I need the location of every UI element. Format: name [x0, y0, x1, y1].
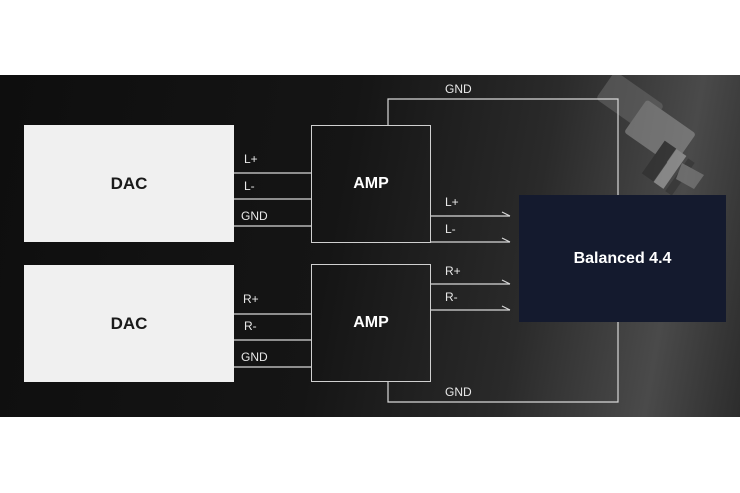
amp-top-label: AMP — [353, 175, 389, 192]
top-in-gnd: GND — [241, 209, 268, 223]
wire-gnd-top — [387, 98, 619, 197]
bottom-in-r-plus: R+ — [243, 292, 259, 306]
dac-bottom-label: DAC — [110, 313, 148, 333]
bottom-out-r-minus: R- — [445, 290, 458, 304]
bottom-in-r-minus: R- — [244, 319, 257, 333]
plug-illustration — [597, 75, 704, 196]
diagram-panel: DAC DAC AMP AMP Balanced 4.4 L+ L- GND R… — [0, 75, 740, 417]
balanced-output-box: Balanced 4.4 — [519, 195, 726, 322]
bottom-out-r-plus: R+ — [445, 264, 461, 278]
top-out-l-minus: L- — [445, 222, 456, 236]
gnd-top-label: GND — [445, 82, 472, 96]
gnd-bottom-label: GND — [445, 385, 472, 399]
amp-top-box: AMP — [311, 125, 431, 243]
wire-gnd-bottom — [387, 321, 619, 403]
dac-top-label: DAC — [110, 173, 148, 193]
top-out-l-plus: L+ — [445, 195, 459, 209]
amp-bottom-box: AMP — [311, 264, 431, 382]
amp-bottom-label: AMP — [353, 314, 389, 331]
balanced-output-label: Balanced 4.4 — [573, 249, 672, 267]
top-in-l-plus: L+ — [244, 152, 258, 166]
top-in-l-minus: L- — [244, 179, 255, 193]
dac-top-box: DAC — [24, 125, 234, 242]
bottom-in-gnd: GND — [241, 350, 268, 364]
dac-bottom-box: DAC — [24, 265, 234, 382]
wiring — [234, 98, 619, 403]
